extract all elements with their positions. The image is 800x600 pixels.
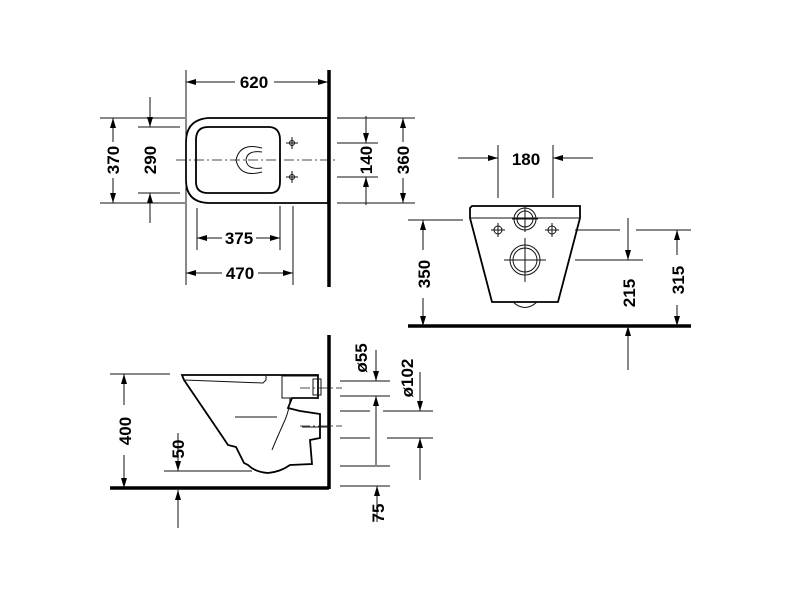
dim-140: 140 (357, 146, 376, 174)
dim-400: 400 (116, 417, 135, 445)
dim-ø55: ø55 (352, 343, 371, 372)
dim-370: 370 (104, 146, 123, 174)
side-view: 400 50 ø55 ø102 75 (110, 335, 433, 528)
dim-290: 290 (141, 146, 160, 174)
dim-315: 315 (669, 266, 688, 294)
dim-350: 350 (415, 260, 434, 288)
top-view: 620 370 290 140 360 375 470 (100, 70, 415, 287)
bolt-marks (286, 137, 298, 183)
dim-620: 620 (240, 73, 268, 92)
bowl-side (180, 374, 321, 474)
dim-50: 50 (169, 440, 188, 459)
front-view: 180 350 215 315 (408, 145, 691, 370)
dim-375: 375 (225, 229, 253, 248)
dim-180: 180 (512, 150, 540, 169)
dim-215: 215 (620, 279, 639, 307)
dim-470: 470 (226, 264, 254, 283)
dim-75: 75 (369, 504, 388, 523)
outlet-arc-inner (245, 151, 263, 169)
dim-ø102: ø102 (398, 359, 417, 398)
dim-360: 360 (394, 146, 413, 174)
